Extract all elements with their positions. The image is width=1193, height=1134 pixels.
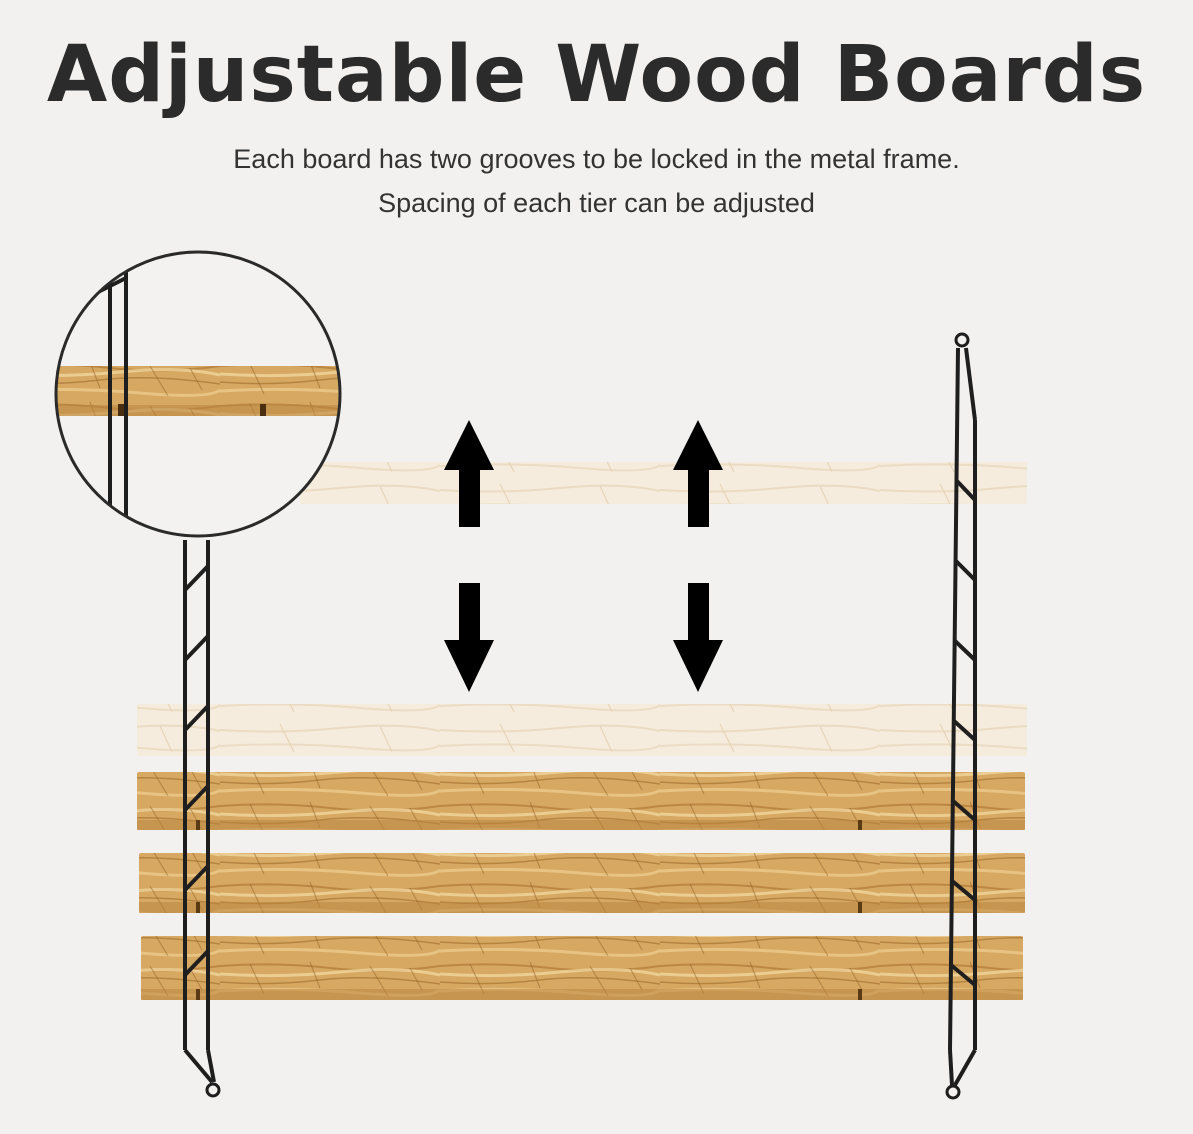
- page-title: Adjustable Wood Boards: [46, 30, 1147, 120]
- arrow-down-icon: [673, 583, 723, 692]
- ghost-board-middle: [137, 704, 1027, 756]
- subtitle-line-1: Each board has two grooves to be locked …: [233, 144, 960, 174]
- arrow-up-icon: [444, 420, 494, 527]
- arrow-up-icon: [673, 420, 723, 527]
- wood-board-2: [139, 853, 1025, 913]
- ghost-board-top: [300, 462, 1027, 504]
- right-metal-frame: [945, 332, 977, 1100]
- wood-board-3: [141, 936, 1023, 1000]
- subtitle-line-2: Spacing of each tier can be adjusted: [378, 188, 815, 218]
- zoom-detail-circle: [54, 250, 342, 538]
- arrow-down-icon: [444, 583, 494, 692]
- left-metal-frame: [183, 540, 221, 1098]
- wood-board-1: [137, 772, 1025, 830]
